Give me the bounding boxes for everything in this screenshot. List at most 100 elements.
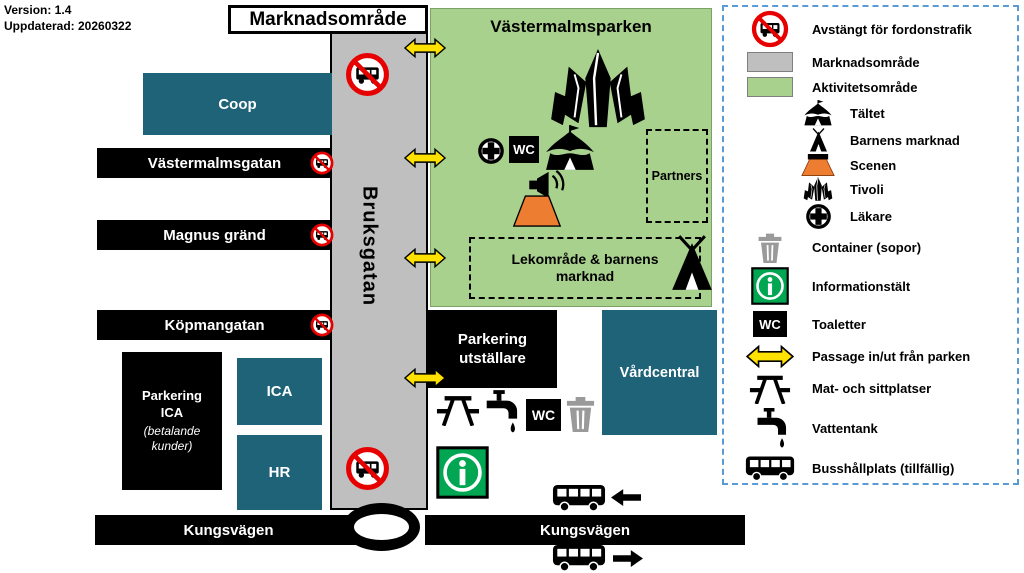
parking-ica-label: Parkering ICA <box>142 388 202 420</box>
teepee-icon <box>671 233 713 293</box>
street-label: Kungsvägen <box>183 521 274 539</box>
version-info: Version: 1.4 Uppdaterad: 20260322 <box>4 3 131 34</box>
roundabout <box>343 503 420 551</box>
legend-label: Mat- och sittplatser <box>812 380 932 396</box>
passage-arrow-icon <box>404 37 446 59</box>
street-label: Köpmangatan <box>164 316 265 334</box>
legend-panel: Avstängt för fordonstrafik Marknadsområd… <box>722 5 1019 485</box>
water-tap-icon <box>481 389 519 435</box>
arrow-right-icon <box>613 550 643 567</box>
street-label: Magnus gränd <box>163 226 266 244</box>
no-vehicle-icon <box>310 223 334 247</box>
doctor-icon <box>478 138 504 164</box>
legend-label: Tältet <box>850 105 885 121</box>
wc-sign: WC <box>509 136 539 163</box>
street-vastermalmsgatan: Västermalmsgatan <box>97 148 332 178</box>
no-vehicle-icon <box>310 313 334 337</box>
wc-sign: WC <box>753 311 787 337</box>
legend-item-passage: Passage in/ut från parken <box>738 343 1011 369</box>
tent-icon <box>796 100 840 126</box>
no-vehicle-icon <box>345 446 390 491</box>
legend-item-scenen: Scenen <box>796 154 1011 176</box>
legend-item-informationstalt: Informationstält <box>738 266 1011 306</box>
no-vehicle-icon <box>738 10 802 48</box>
legend-item-taltet: Tältet <box>796 100 1011 126</box>
street-kungsvagen-east: Kungsvägen <box>425 515 745 545</box>
information-icon <box>436 446 489 499</box>
play-area-label: Lekområde & barnens marknad <box>511 250 659 285</box>
building-hr: HR <box>237 435 322 510</box>
parking-exhibitors: Parkering utställare <box>428 310 557 388</box>
legend-label: Container (sopor) <box>812 239 922 255</box>
legend-label: Marknadsområde <box>812 54 920 70</box>
no-vehicle-icon <box>310 151 334 175</box>
scene-icon <box>506 169 568 227</box>
legend-label: Scenen <box>850 157 897 173</box>
container-icon <box>564 395 597 432</box>
picnic-table-icon <box>436 393 480 426</box>
legend-item-vattentank: Vattentank <box>738 407 1011 449</box>
legend-label: Vattentank <box>812 420 878 436</box>
park-vastermalmsparken: Västermalmsparken WC Partners Lekområde … <box>430 8 712 307</box>
building-coop: Coop <box>143 73 332 135</box>
wc-icon: WC <box>738 311 802 337</box>
picnic-table-icon <box>738 373 802 404</box>
legend-label: Busshållplats (tillfällig) <box>812 460 955 476</box>
partners-area: Partners <box>646 129 708 223</box>
bus-icon <box>738 455 802 482</box>
street-kopmangatan: Köpmangatan <box>97 310 332 340</box>
legend-item-container: Container (sopor) <box>738 231 1011 263</box>
legend-item-lakare: Läkare <box>796 204 1011 229</box>
no-vehicle-icon <box>345 52 390 97</box>
passage-arrow-icon <box>738 344 802 369</box>
legend-item-barnens-marknad: Barnens marknad <box>796 128 1011 152</box>
arrow-left-icon <box>611 489 641 506</box>
wc-sign: WC <box>526 399 561 431</box>
legend-item-busshallplats: Busshållplats (tillfällig) <box>738 453 1011 483</box>
legend-item-avstangt: Avstängt för fordonstrafik <box>738 9 1011 49</box>
tent-icon <box>544 125 596 171</box>
legend-label: Läkare <box>850 209 892 224</box>
legend-label: Tivoli <box>850 182 884 197</box>
activity-area-swatch <box>738 77 802 97</box>
information-icon <box>738 267 802 305</box>
legend-label: Passage in/ut från parken <box>812 348 971 364</box>
building-vardcentral: Vårdcentral <box>602 310 717 435</box>
doctor-icon <box>796 204 840 229</box>
tivoli-icon <box>549 49 647 131</box>
parking-ica-sublabel: (betalande kunder) <box>143 423 201 453</box>
bus-icon <box>552 543 606 573</box>
street-magnus-grand: Magnus gränd <box>97 220 332 250</box>
legend-item-toaletter: WC Toaletter <box>738 309 1011 339</box>
version-line: Version: 1.4 <box>4 3 72 17</box>
street-label: Västermalmsgatan <box>147 154 282 172</box>
passage-arrow-icon <box>404 147 446 169</box>
road-label-bruksgatan: Bruksgatan <box>358 186 381 307</box>
partners-label: Partners <box>651 169 703 183</box>
scene-icon <box>796 154 840 176</box>
building-ica: ICA <box>237 358 322 425</box>
legend-item-marknadsomrade: Marknadsområde <box>738 51 1011 73</box>
parking-ica: Parkering ICA (betalande kunder) <box>122 352 222 490</box>
tivoli-icon <box>796 177 840 202</box>
park-title: Västermalmsparken <box>490 17 652 36</box>
legend-label: Barnens marknad <box>850 132 960 148</box>
market-area-swatch <box>738 52 802 72</box>
passage-arrow-icon <box>404 247 446 269</box>
map-title: Marknadsområde <box>228 5 428 34</box>
play-area: Lekområde & barnens marknad <box>469 237 701 299</box>
water-tap-icon <box>738 408 802 449</box>
legend-item-sittplatser: Mat- och sittplatser <box>738 373 1011 403</box>
passage-arrow-icon <box>404 367 446 389</box>
legend-label: Avstängt för fordonstrafik <box>812 21 972 37</box>
container-icon <box>738 232 802 263</box>
street-kungsvagen-west: Kungsvägen <box>95 515 362 545</box>
legend-label: Aktivitetsområde <box>812 79 918 95</box>
bus-icon <box>552 483 606 513</box>
legend-item-aktivitetsomrade: Aktivitetsområde <box>738 76 1011 98</box>
street-label: Kungsvägen <box>539 521 630 539</box>
legend-label: Informationstält <box>812 278 911 294</box>
teepee-icon <box>796 128 840 152</box>
parking-exhibitors-label: Parkering utställare <box>457 330 528 368</box>
